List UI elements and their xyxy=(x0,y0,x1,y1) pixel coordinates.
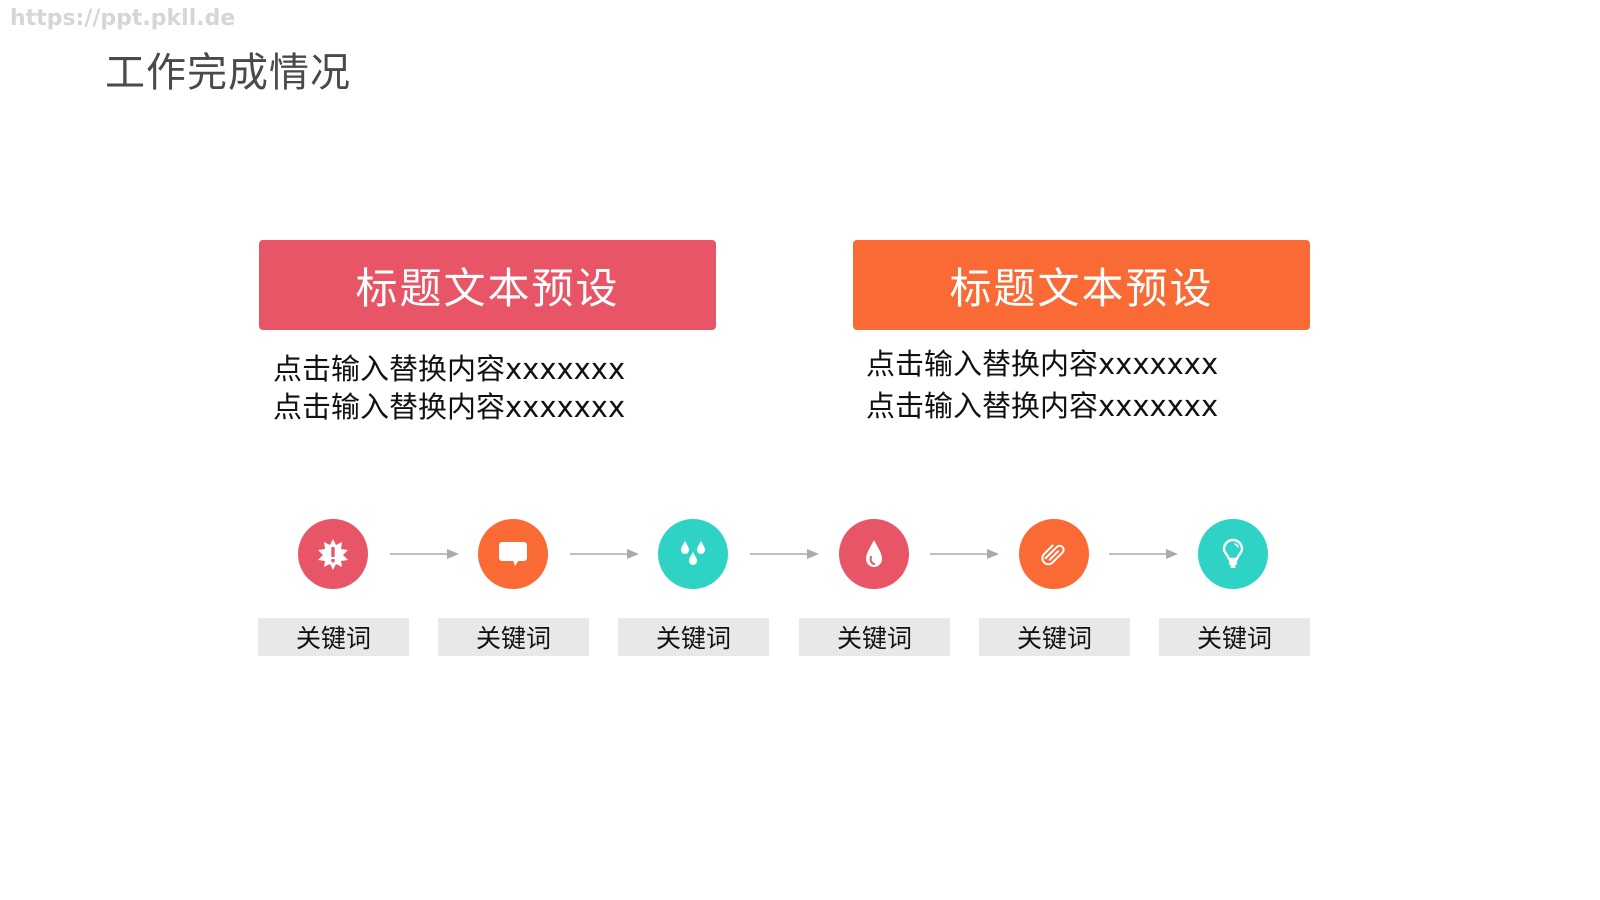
drop-icon xyxy=(866,540,882,567)
card-1-body[interactable]: 点击输入替换内容xxxxxxx 点击输入替换内容xxxxxxx xyxy=(273,350,625,426)
water-drops-icon xyxy=(681,541,705,565)
card-2-line-1: 点击输入替换内容xxxxxxx xyxy=(866,347,1219,381)
card-2-line-2: 点击输入替换内容xxxxxxx xyxy=(866,389,1219,423)
watermark: https://ppt.pkll.de xyxy=(10,6,236,31)
step-4-circle xyxy=(839,519,909,589)
card-2-header[interactable]: 标题文本预设 xyxy=(853,240,1310,330)
card-1-line-1: 点击输入替换内容xxxxxxx xyxy=(273,352,626,386)
card-1-header[interactable]: 标题文本预设 xyxy=(259,240,716,330)
step-2-circle xyxy=(478,519,548,589)
keyword-6[interactable]: 关键词 xyxy=(1159,618,1310,656)
burst-alert-icon xyxy=(318,539,348,570)
keyword-1[interactable]: 关键词 xyxy=(258,618,409,656)
keyword-2[interactable]: 关键词 xyxy=(438,618,589,656)
paperclip-icon xyxy=(1041,544,1065,566)
lightbulb-icon xyxy=(1222,538,1244,568)
step-6-circle xyxy=(1198,519,1268,589)
chat-bubble-icon xyxy=(499,542,527,566)
page-title: 工作完成情况 xyxy=(105,50,351,96)
arrow-1-icon xyxy=(390,549,459,559)
keyword-4[interactable]: 关键词 xyxy=(799,618,950,656)
card-2-body[interactable]: 点击输入替换内容xxxxxxx 点击输入替换内容xxxxxxx xyxy=(866,343,1218,427)
arrow-4-icon xyxy=(930,549,999,559)
keyword-3[interactable]: 关键词 xyxy=(618,618,769,656)
keyword-5[interactable]: 关键词 xyxy=(979,618,1130,656)
card-1-line-2: 点击输入替换内容xxxxxxx xyxy=(273,390,626,424)
step-5-circle xyxy=(1019,519,1089,589)
arrow-5-icon xyxy=(1109,549,1178,559)
step-3-circle xyxy=(658,519,728,589)
arrow-3-icon xyxy=(750,549,819,559)
step-1-circle xyxy=(298,519,368,589)
arrow-2-icon xyxy=(570,549,639,559)
